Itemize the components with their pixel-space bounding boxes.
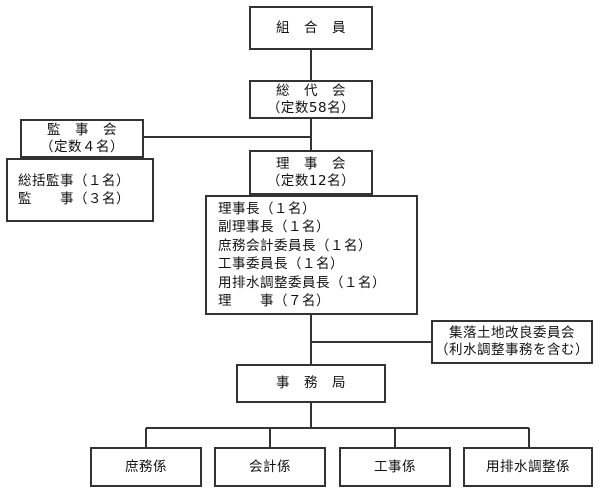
- rijikai-header-box: 理 事 会 （定数12名）: [249, 150, 373, 195]
- rijikai-member: 理事長（１名）: [218, 200, 316, 217]
- rijikai-member: 庶務会計委員長（１名）: [218, 237, 372, 254]
- dept-label: 工事係: [374, 458, 416, 475]
- soudaikai-quota: （定数58名）: [266, 99, 356, 116]
- soudaikai-box: 総 代 会 （定数58名）: [249, 80, 373, 119]
- rijikai-title: 理 事 会: [276, 155, 346, 172]
- kumiaiin-label: 組 合 員: [276, 19, 346, 36]
- rijikai-member: 用排水調整委員長（１名）: [218, 274, 386, 291]
- dept-box-kaikei: 会計係: [214, 447, 326, 487]
- dept-box-shomu: 庶務係: [90, 447, 202, 487]
- dept-box-youhaisui: 用排水調整係: [463, 447, 593, 487]
- shuraku-box: 集落土地改良委員会 （利水調整事務を含む）: [431, 320, 593, 364]
- jimukyoku-box: 事 務 局: [236, 364, 386, 403]
- kanjikai-member: 総括監事（１名）: [18, 172, 130, 189]
- rijikai-members-box: 理事長（１名） 副理事長（１名） 庶務会計委員長（１名） 工事委員長（１名） 用…: [205, 195, 418, 315]
- rijikai-member: 工事委員長（１名）: [218, 256, 344, 272]
- rijikai-member: 副理事長（１名）: [218, 219, 330, 235]
- rijikai-quota: （定数12名）: [266, 172, 356, 189]
- rijikai-member: 理 事（７名）: [218, 293, 330, 309]
- dept-label: 会計係: [249, 458, 291, 475]
- soudaikai-title: 総 代 会: [276, 82, 346, 99]
- shuraku-note: （利水調整事務を含む）: [435, 342, 589, 358]
- kanjikai-member: 監 事（３名）: [18, 191, 130, 207]
- kumiaiin-box: 組 合 員: [249, 6, 373, 50]
- kanjikai-quota: （定数４名）: [40, 138, 124, 155]
- dept-label: 庶務係: [125, 458, 167, 475]
- shuraku-title: 集落土地改良委員会: [449, 325, 575, 341]
- kanjikai-members-box: 総括監事（１名） 監 事（３名）: [6, 158, 154, 222]
- dept-label: 用排水調整係: [486, 458, 570, 475]
- kanjikai-title: 監 事 会: [47, 121, 117, 138]
- jimukyoku-label: 事 務 局: [276, 375, 346, 391]
- dept-box-kouji: 工事係: [339, 447, 451, 487]
- kanjikai-header-box: 監 事 会 （定数４名）: [20, 119, 144, 158]
